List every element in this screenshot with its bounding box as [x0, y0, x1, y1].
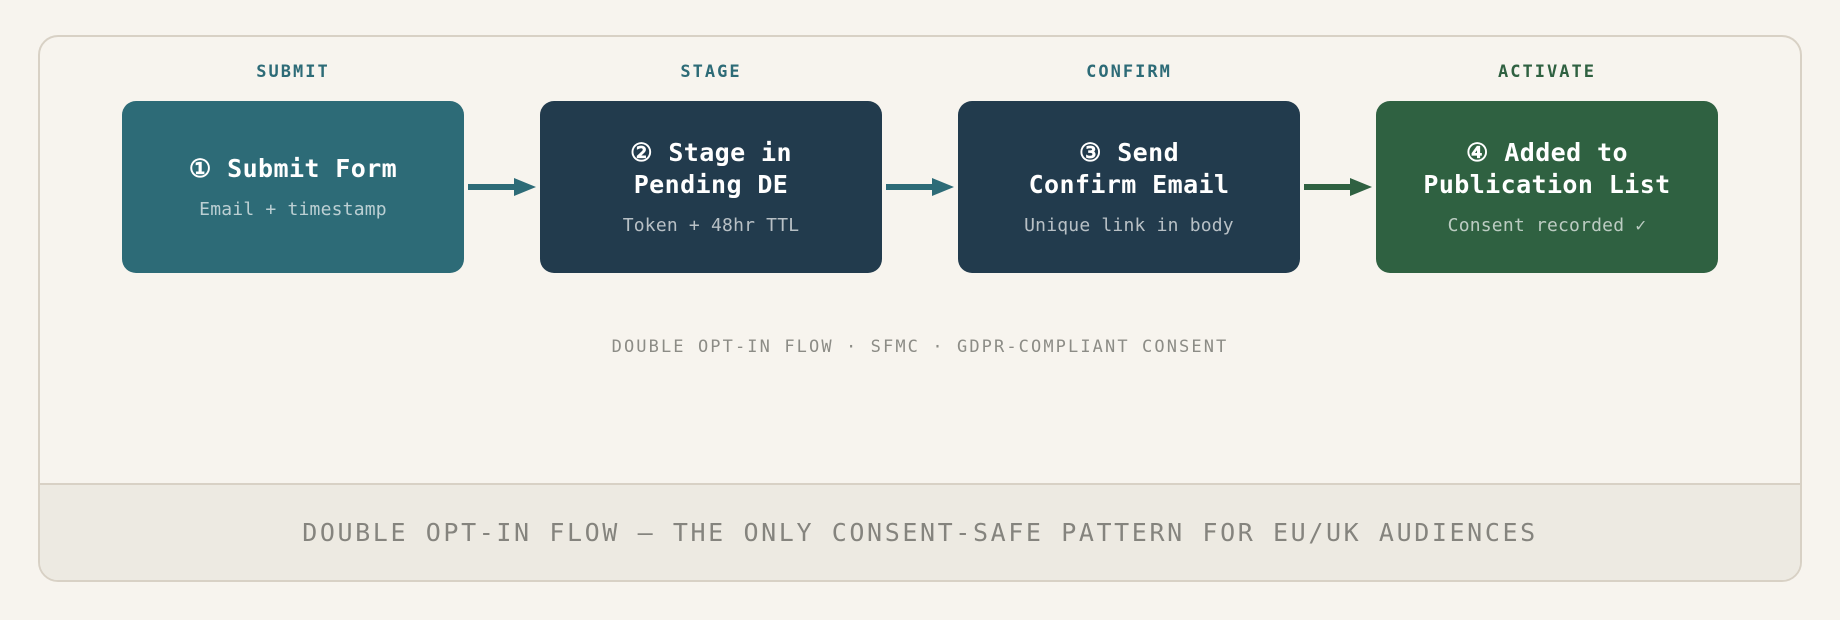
step-card-stage[interactable]: ② Stage in Pending DE Token + 48hr TTL — [540, 101, 882, 273]
step-title-confirm: ③ Send Confirm Email — [1028, 138, 1230, 200]
flow-step-confirm[interactable]: CONFIRM ③ Send Confirm Email Unique link… — [958, 62, 1300, 273]
flow-row: SUBMIT ① Submit Form Email + timestamp S… — [40, 62, 1800, 273]
footer-text: DOUBLE OPT-IN FLOW — THE ONLY CONSENT-SA… — [302, 518, 1538, 547]
flow-step-submit[interactable]: SUBMIT ① Submit Form Email + timestamp — [122, 62, 464, 273]
step-subtitle-confirm: Unique link in body — [1024, 215, 1234, 237]
step-title-stage: ② Stage in Pending DE — [630, 138, 792, 200]
step-title-submit: ① Submit Form — [188, 154, 398, 184]
diagram-caption: DOUBLE OPT-IN FLOW · SFMC · GDPR-COMPLIA… — [611, 337, 1229, 357]
flow-step-activate[interactable]: ACTIVATE ④ Added to Publication List Con… — [1376, 62, 1718, 273]
step-label-confirm: CONFIRM — [1086, 62, 1172, 82]
step-subtitle-stage: Token + 48hr TTL — [622, 215, 800, 237]
footer-banner: DOUBLE OPT-IN FLOW — THE ONLY CONSENT-SA… — [40, 483, 1800, 580]
diagram-body: SUBMIT ① Submit Form Email + timestamp S… — [40, 37, 1800, 483]
diagram-panel: SUBMIT ① Submit Form Email + timestamp S… — [38, 35, 1802, 582]
step-card-confirm[interactable]: ③ Send Confirm Email Unique link in body — [958, 101, 1300, 273]
step-card-activate[interactable]: ④ Added to Publication List Consent reco… — [1376, 101, 1718, 273]
step-label-activate: ACTIVATE — [1498, 62, 1596, 82]
step-label-stage: STAGE — [680, 62, 742, 82]
step-card-submit[interactable]: ① Submit Form Email + timestamp — [122, 101, 464, 273]
arrow-right-icon-2 — [882, 101, 958, 273]
step-subtitle-submit: Email + timestamp — [199, 199, 387, 221]
step-label-submit: SUBMIT — [256, 62, 330, 82]
arrow-right-icon-1 — [464, 101, 540, 273]
arrow-right-icon-3 — [1300, 101, 1376, 273]
flow-step-stage[interactable]: STAGE ② Stage in Pending DE Token + 48hr… — [540, 62, 882, 273]
step-title-activate: ④ Added to Publication List — [1423, 138, 1671, 200]
step-subtitle-activate: Consent recorded ✓ — [1447, 215, 1647, 237]
